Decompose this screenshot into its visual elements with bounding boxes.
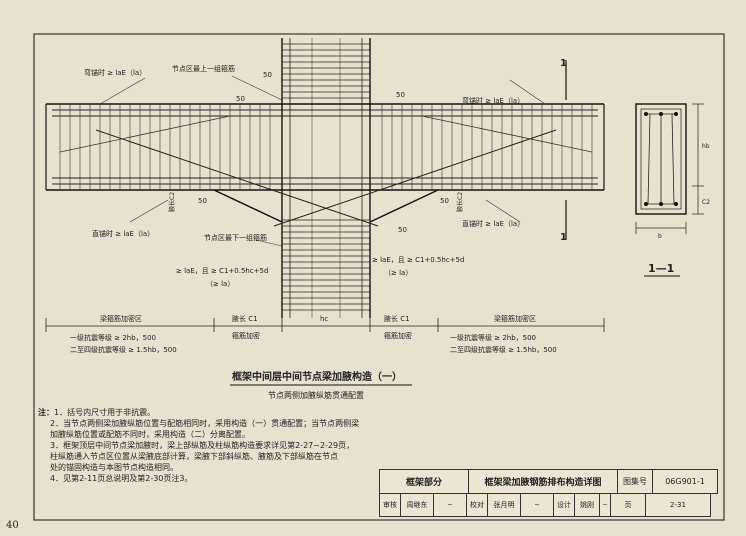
hc-label: hc bbox=[320, 315, 328, 323]
grade2-left: 二至四级抗震等级 ≥ 1.5hb，500 bbox=[70, 345, 177, 354]
section-dim-c2: C2 bbox=[702, 199, 710, 206]
anchor-left-bottom-label: 直锚时 ≥ laE（la） bbox=[92, 229, 154, 238]
note-item-2: 2．当节点两侧梁加腋纵筋位置与配筋相同时，采用构造（一）贯通配置；当节点两侧梁 bbox=[50, 419, 360, 428]
design-label-cell: 设计 bbox=[553, 493, 575, 517]
dense-right-label: 梁箍筋加密区 bbox=[494, 314, 536, 323]
beam bbox=[45, 103, 605, 227]
check-label-cell: 校对 bbox=[466, 493, 488, 517]
rib-c2-left: 腋长C2 bbox=[168, 192, 176, 212]
atlas-no-cell: 06G901-1 bbox=[652, 469, 718, 494]
note-item-3: 3．框架顶层中间节点梁加腋时，梁上部纵筋及柱纵筋构造要求详见第2-27~2-29… bbox=[50, 441, 355, 450]
anchor-right-len2: （≥ la） bbox=[384, 269, 412, 277]
grade2-right: 二至四级抗震等级 ≥ 1.5hb，500 bbox=[450, 345, 557, 354]
notes-head: 注： bbox=[38, 408, 54, 417]
anchor-right-bottom-label: 直锚时 ≥ laE（la） bbox=[462, 219, 524, 228]
dense-left-label: 梁箍筋加密区 bbox=[100, 314, 142, 323]
dim-50-d: 50 bbox=[198, 197, 207, 205]
section-mark-bottom: 1 bbox=[560, 232, 567, 243]
drawing-title-cell: 框架梁加腋钢筋排布构造详图 bbox=[468, 469, 618, 494]
note-item-1: 注：1．括号内尺寸用于非抗震。 bbox=[38, 408, 156, 417]
main-title: 框架中间层中间节点梁加腋构造（一） bbox=[232, 370, 402, 383]
section-dim-b: b bbox=[658, 233, 662, 240]
anchor-left-top-label: 弯锚时 ≥ laE（la） bbox=[84, 68, 146, 77]
anchor-right-len: ≥ laE，且 ≥ C1+0.5hc+5d bbox=[372, 256, 464, 264]
title-block: 框架部分 框架梁加腋钢筋排布构造详图 图集号 06G901-1 审核 周继东 ~… bbox=[379, 469, 720, 518]
anchor-left-len2: （≥ la） bbox=[206, 280, 234, 288]
anchor-right-top-label: 弯锚时 ≥ laE（la） bbox=[462, 96, 524, 105]
section-1-1: hb C2 b 1—1 bbox=[635, 103, 710, 277]
dim-50-e: 50 bbox=[440, 197, 449, 205]
dim-50-c: 50 bbox=[396, 91, 405, 99]
notes: 注：1．括号内尺寸用于非抗震。 2．当节点两侧梁加腋纵筋位置与配筋相同时，采用构… bbox=[38, 407, 378, 484]
note-item-2b: 加腋纵筋位置或配筋不同时，采用构造（二）分离配置。 bbox=[50, 430, 250, 439]
grade1-right: 一级抗震等级 ≥ 2hb，500 bbox=[450, 333, 536, 342]
annotations: 弯锚时 ≥ laE（la） 弯锚时 ≥ laE（la） 节点区最上一组箍筋 50… bbox=[84, 58, 567, 288]
stirrup-bottom-label: 节点区最下一组箍筋 bbox=[204, 233, 267, 242]
note-item-4: 4．见第2-11页总说明及第2-30页注3。 bbox=[50, 474, 193, 483]
rib-c2-right: 腋长C2 bbox=[456, 192, 464, 212]
category-cell: 框架部分 bbox=[379, 469, 469, 494]
check-name-cell: 张月明 bbox=[487, 493, 521, 517]
check-signature: ~ bbox=[520, 493, 554, 517]
page-number: 40 bbox=[6, 520, 19, 531]
page-no-cell: 2-31 bbox=[645, 493, 711, 517]
atlas-label-cell: 图集号 bbox=[617, 469, 653, 494]
dim-50-b: 50 bbox=[236, 95, 245, 103]
page-label-cell: 页 bbox=[610, 493, 646, 517]
title-block-row-1: 框架部分 框架梁加腋钢筋排布构造详图 图集号 06G901-1 bbox=[379, 469, 720, 494]
dim-50-a: 50 bbox=[263, 71, 272, 79]
dimension-row: 梁箍筋加密区 腋长 C1 箍筋加密 hc 腋长 C1 箍筋加密 梁箍筋加密区 一… bbox=[45, 314, 605, 354]
design-name-cell: 姚刚 bbox=[574, 493, 600, 517]
title-block-row-2: 审核 周继东 ~ 校对 张月明 ~ 设计 姚刚 ~ 页 2-31 bbox=[379, 493, 720, 518]
sheet-border bbox=[33, 33, 725, 521]
review-name-cell: 周继东 bbox=[400, 493, 434, 517]
rib-right-note: 箍筋加密 bbox=[384, 331, 412, 340]
review-signature: ~ bbox=[433, 493, 467, 517]
rib-left-label: 腋长 C1 bbox=[232, 314, 258, 323]
section-mark-top: 1 bbox=[560, 58, 567, 69]
sub-title: 节点两侧加腋纵筋贯通配置 bbox=[268, 390, 364, 400]
anchor-left-len: ≥ laE，且 ≥ C1+0.5hc+5d bbox=[176, 267, 268, 275]
dim-50-f: 50 bbox=[398, 226, 407, 234]
review-label-cell: 审核 bbox=[379, 493, 401, 517]
rib-right-label: 腋长 C1 bbox=[384, 314, 410, 323]
grade1-left: 一级抗震等级 ≥ 2hb，500 bbox=[70, 333, 156, 342]
haunch-bar-left bbox=[95, 129, 379, 227]
column bbox=[281, 38, 371, 318]
note-item-3c: 处的锚固构造与本图节点构造相同。 bbox=[50, 463, 178, 472]
haunch-bar-right bbox=[273, 129, 557, 227]
section-dim-hb: hb bbox=[702, 143, 710, 150]
rib-left-note: 箍筋加密 bbox=[232, 331, 260, 340]
stirrup-top-label: 节点区最上一组箍筋 bbox=[172, 64, 235, 73]
note-item-3b: 柱纵筋通入节点区位置从梁腋底部计算，梁腋下部斜纵筋、腋筋及下部纵筋在节点 bbox=[50, 452, 338, 461]
section-title: 1—1 bbox=[648, 262, 674, 275]
